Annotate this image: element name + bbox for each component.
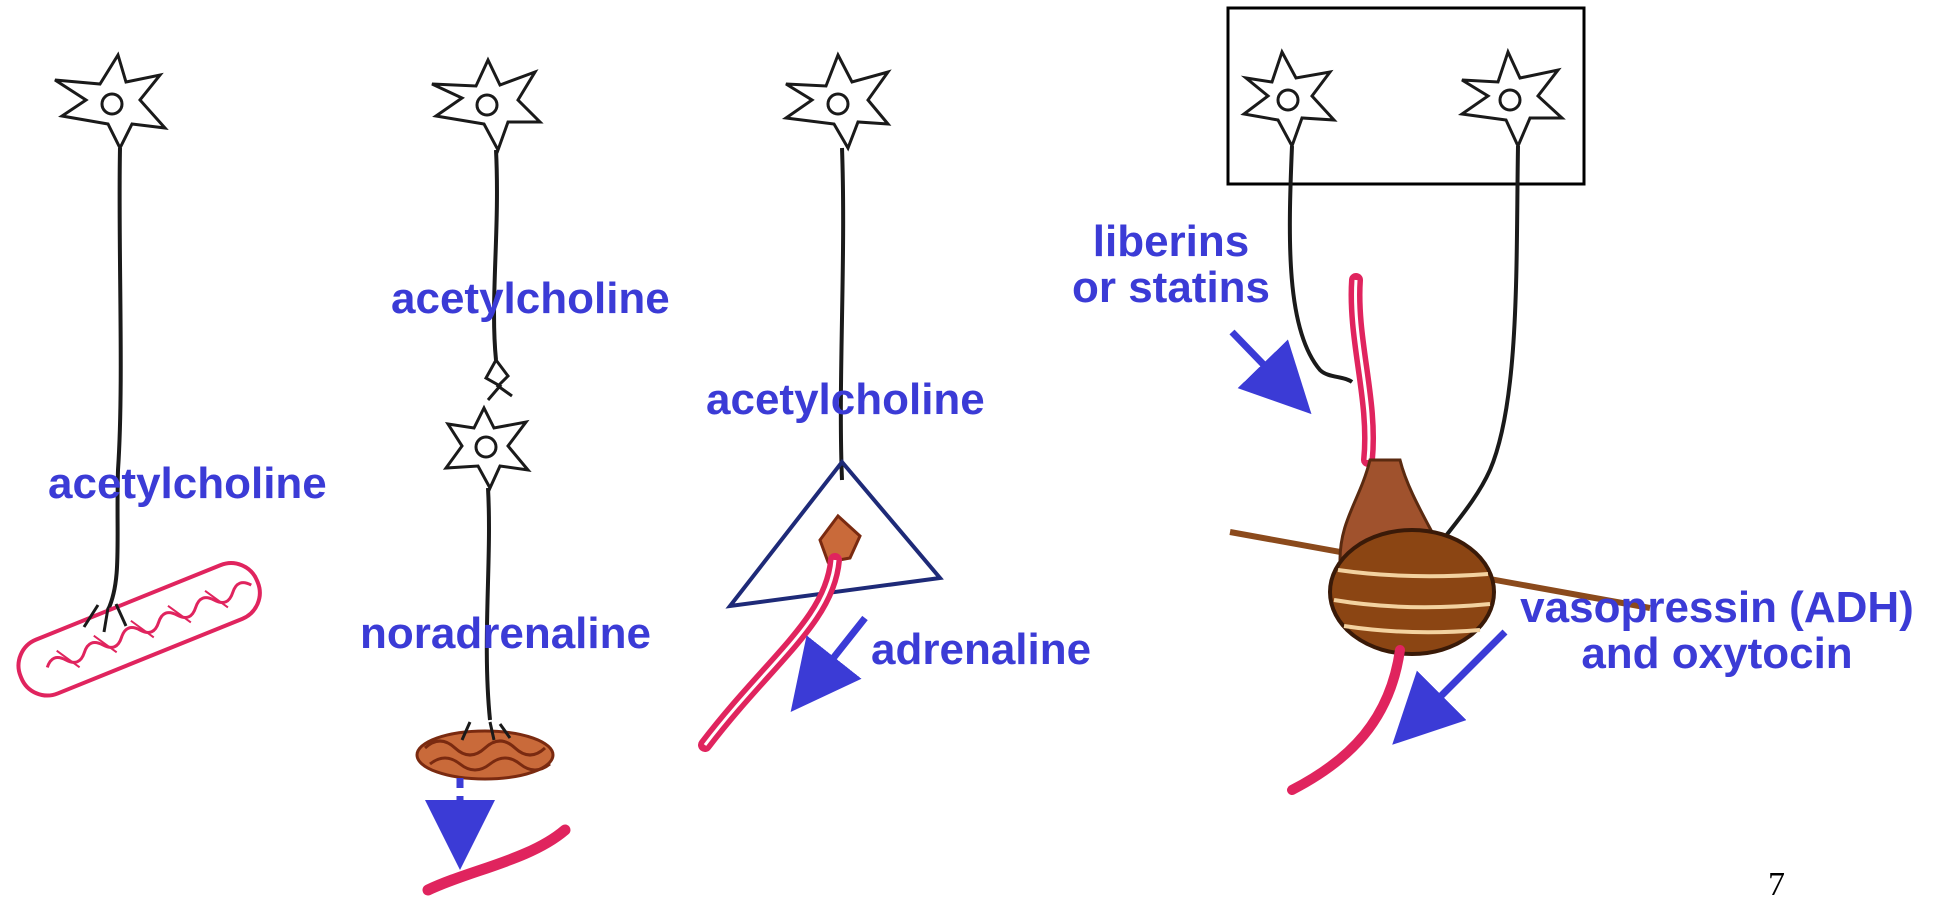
hormone-release-arrow <box>808 618 865 690</box>
liberins-label: liberins or statins <box>1062 219 1280 311</box>
vasopressin-label-line1: vasopressin (ADH) <box>1497 585 1937 631</box>
liberins-label-line1: liberins <box>1062 219 1280 265</box>
panel-1-somatic-neuron <box>10 55 268 704</box>
adrenaline-label: adrenaline <box>871 627 1091 673</box>
vasopressin-label: vasopressin (ADH) and oxytocin <box>1497 585 1937 677</box>
blood-vessel <box>428 830 565 890</box>
acetylcholine-label: acetylcholine <box>48 461 327 507</box>
acetylcholine-label: acetylcholine <box>391 276 670 322</box>
postganglionic-cell-body <box>446 408 528 488</box>
pituitary-gland <box>1330 530 1494 654</box>
systemic-vein <box>1292 650 1400 790</box>
neurosecretory-cell-body <box>1244 52 1334 146</box>
page-number: 7 <box>1768 866 1785 904</box>
magnocellular-axon <box>1426 146 1518 566</box>
postganglionic-axon <box>487 488 490 720</box>
acetylcholine-label: acetylcholine <box>706 377 985 423</box>
preganglionic-cell-body <box>432 60 540 150</box>
panel-2-sympathetic-chain <box>417 60 565 890</box>
adrenal-vein <box>705 560 835 745</box>
motor-end-plate <box>84 604 126 632</box>
noradrenaline-label: noradrenaline <box>360 611 651 657</box>
vasopressin-label-line2: and oxytocin <box>1497 631 1937 677</box>
preganglionic-cell-body <box>786 55 888 148</box>
neuron-axon <box>108 148 121 610</box>
skeletal-muscle-fiber <box>10 555 268 704</box>
preganglionic-axon <box>494 150 497 360</box>
ganglion-synapse <box>486 360 512 400</box>
neuron-cell-body <box>55 55 165 148</box>
releasing-hormone-arrow <box>1232 332 1292 394</box>
neurosecretory-cell-body <box>1462 52 1562 146</box>
parvocellular-axon <box>1290 146 1352 382</box>
liberins-label-line2: or statins <box>1062 265 1280 311</box>
chromaffin-cell <box>820 516 860 562</box>
smooth-muscle-cluster <box>417 722 553 779</box>
preganglionic-axon <box>841 148 843 480</box>
